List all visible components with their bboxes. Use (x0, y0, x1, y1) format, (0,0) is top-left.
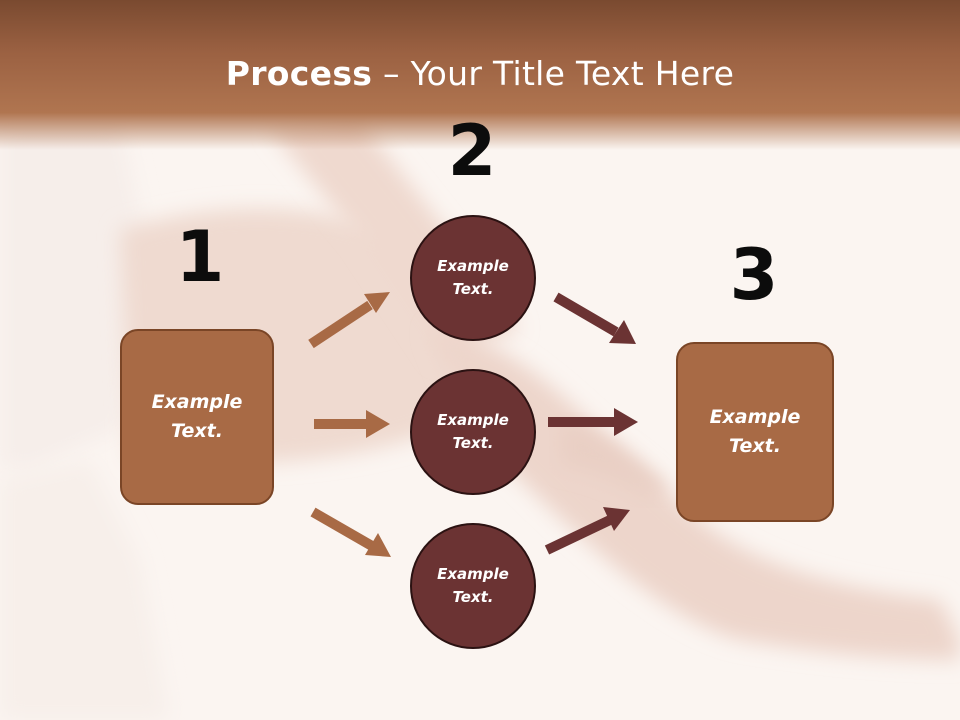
step-3-box: Example Text. (676, 342, 834, 522)
arrow-out-lower (544, 507, 630, 555)
title-bold: Process (225, 54, 373, 93)
circle-bottom-label: Example Text. (437, 565, 509, 606)
arrow-out-upper (553, 292, 636, 344)
slide-title: Process – Your Title Text Here (0, 54, 960, 93)
step-2-circle-top: Example Text. (410, 215, 536, 341)
arrow-in-upper (308, 292, 390, 349)
step-number-3: 3 (729, 234, 779, 316)
step-2-circle-bottom: Example Text. (410, 523, 536, 649)
title-rest: – Your Title Text Here (372, 54, 735, 93)
circle-middle-label: Example Text. (437, 411, 509, 452)
circle-top-label: Example Text. (437, 257, 509, 298)
arrow-in-middle (314, 410, 390, 438)
step-1-box: Example Text. (120, 329, 274, 505)
step-1-label: Example Text. (151, 391, 243, 442)
step-number-1: 1 (175, 216, 225, 298)
title-bar (0, 0, 960, 150)
step-number-2: 2 (447, 110, 497, 192)
step-3-label: Example Text. (709, 406, 801, 457)
arrow-out-middle (548, 408, 638, 436)
step-2-circle-middle: Example Text. (410, 369, 536, 495)
arrow-in-lower (310, 507, 391, 557)
